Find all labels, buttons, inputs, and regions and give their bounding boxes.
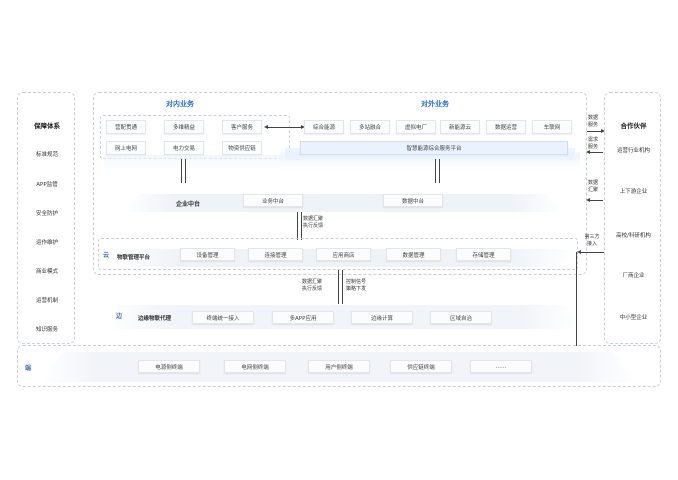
right-top-arrow-2 [589,152,603,153]
internal-item-duowei: 多维精益 [164,120,204,134]
edge-item-region: 区域自治 [430,311,492,324]
left-item-ops: 运作维护 [35,240,58,246]
right-item-vendor: 厂商企业 [622,273,645,279]
edge-title: 边缘物联代理 [138,316,172,322]
anno-ctrl-2: 策略下发 [346,286,367,292]
right-panel-title: 合作伙伴 [620,122,647,130]
internal-item-jiaoyi: 电力交易 [164,141,204,155]
internal-item-peipei: 营配贯通 [106,120,146,134]
anno-right-low-2: 接入 [586,241,597,247]
arrow-internal-to-middle-2 [185,159,186,183]
right-top-arrowhead-1 [601,129,605,133]
arrow-cloud-to-edge-1 [338,270,339,304]
right-top-arrowhead-2 [586,150,590,154]
enterprise-middle-platform: 企业中台 [176,201,201,208]
external-item-duozhan: 多站融合 [350,120,390,134]
left-panel-title: 保障体系 [34,122,60,130]
anno-right-low-1: 第三方 [584,234,600,240]
internal-item-wangshang: 网上电网 [106,141,146,155]
anno-data-up-2: 数据汇聚 [301,279,322,285]
external-item-zonghe: 综合能源 [304,120,344,134]
cloud-title: 物联管理平台 [117,255,151,261]
right-item-industry: 运营行业机构 [616,148,650,154]
right-mid-arrow [589,200,603,201]
arrow-external-to-middle-1 [435,159,436,183]
device-item-grid: 电网侧终端 [224,360,286,373]
business-middle-platform: 业务中台 [243,194,303,207]
right-low-arrowhead [577,250,581,254]
internal-external-link [266,127,302,128]
edge-tag: 边 [115,313,122,320]
left-panel: 保障体系 标准规范 APP监管 安全防护 运作维护 商业模式 运营机制 知识服务 [17,92,75,344]
right-long-connector [576,252,577,346]
device-item-more: …… [470,360,532,373]
edge-item-terminal: 终端统一接入 [192,311,254,324]
left-item-business-model: 商业模式 [35,269,58,275]
external-item-shuju: 数据运营 [486,120,526,134]
edge-item-edgecompute: 边缘计算 [351,311,413,324]
left-item-security: 安全防护 [35,211,58,217]
internal-item-kefu: 客户服务 [222,120,262,134]
cloud-layer [98,238,578,270]
anno-right-mid-2: 汇聚 [587,187,598,193]
arrow-middle-to-cloud-2 [301,212,302,240]
left-item-app: APP监管 [36,182,58,188]
internal-item-wuzi: 物资供应链 [222,141,262,155]
arrow-right-head [301,125,305,129]
left-item-operation: 运营机制 [35,298,58,304]
anno-exec-down-1: 执行反馈 [303,223,324,229]
external-item-xuni: 虚拟电厂 [396,120,436,134]
anno-right-top-3: 需求 [587,137,598,143]
edge-band [108,305,576,329]
arrow-external-to-middle-2 [439,159,440,183]
external-title: 对外业务 [421,100,449,108]
device-item-power: 电源侧终端 [138,360,200,373]
cloud-tag: 云 [102,252,109,259]
arrow-middle-to-cloud-1 [297,212,298,240]
cloud-item-storage: 存储管理 [456,248,511,261]
external-item-xinnengyuan: 新能源云 [440,120,480,134]
left-item-knowledge: 知识服务 [35,327,58,333]
external-item-chelian: 车联网 [532,120,572,134]
edge-item-multiapp: 多APP应用 [272,311,334,324]
anno-right-top-4: 服务 [587,144,598,150]
device-item-user: 用户侧终端 [308,360,370,373]
right-item-univ: 高校/科研机构 [616,233,651,239]
left-item-standards: 标准规范 [35,152,58,158]
middle-platform-band [122,194,564,212]
device-tag: 端 [24,365,31,372]
anno-ctrl-1: 控制信号 [346,279,367,285]
cloud-item-appstore: 应用商店 [316,248,371,261]
anno-data-up-1: 数据汇聚 [303,216,324,222]
main-top-container [93,92,587,275]
device-item-supply: 供应链终端 [390,360,452,373]
cloud-item-connect: 连接管理 [248,248,303,261]
smart-energy-platform: 智慧能源综合服务平台 [300,141,568,155]
right-panel: 合作伙伴 运营行业机构 上下游企业 高校/科研机构 厂商企业 中小型企业 [604,92,661,344]
anno-right-top-1: 数据 [587,115,598,121]
arrow-left-head [264,125,268,129]
anno-right-top-2: 服务 [587,122,598,128]
anno-exec-down-2: 执行反馈 [301,286,322,292]
right-low-arrow [580,252,604,253]
data-middle-platform: 数据中台 [383,194,443,207]
arrow-internal-to-middle-1 [181,159,182,183]
cloud-item-device: 设备管理 [180,248,235,261]
right-top-arrow-1 [587,131,603,132]
internal-platform-band [104,155,580,169]
cloud-item-data: 数据管理 [386,248,441,261]
anno-right-mid-1: 数据 [587,180,598,186]
right-mid-arrowhead [586,198,590,202]
right-item-updown: 上下游企业 [619,189,648,195]
right-item-sme: 中小型企业 [619,315,648,321]
internal-title: 对内业务 [166,100,194,108]
device-layer [17,345,661,387]
arrow-cloud-to-edge-2 [342,270,343,304]
